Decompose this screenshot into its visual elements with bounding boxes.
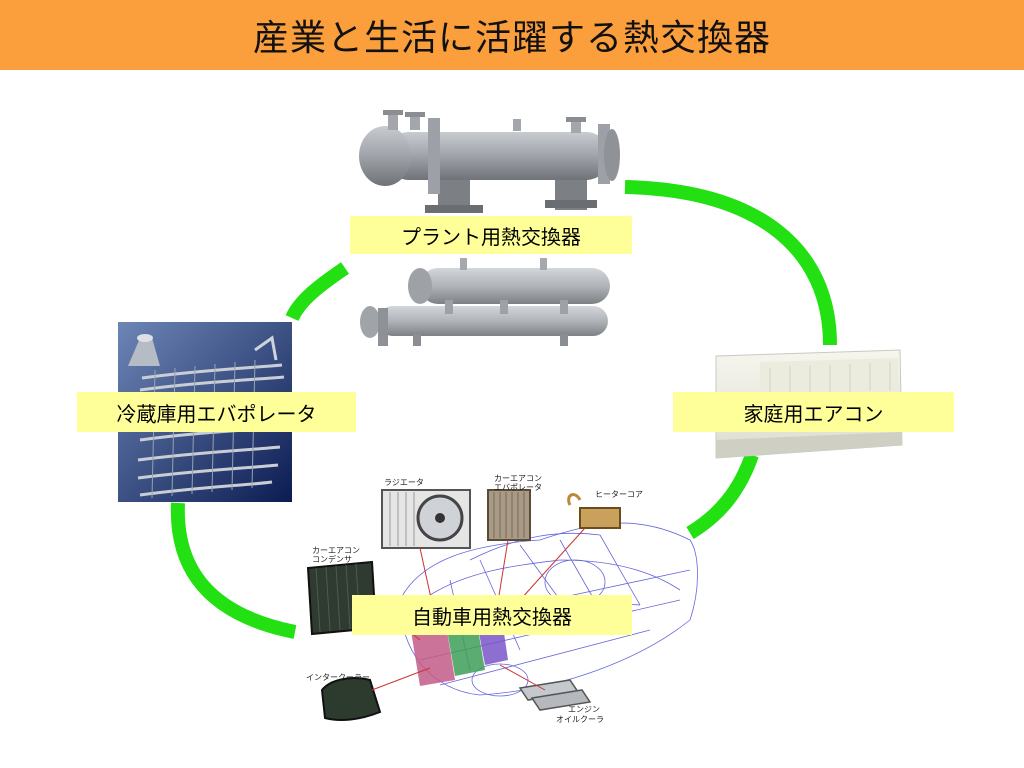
title-bar: 産業と生活に活躍する熱交換器 bbox=[0, 0, 1024, 70]
arc-top-left bbox=[285, 262, 349, 322]
car-ac-evaporator-label-2: エバポレータ bbox=[494, 483, 542, 492]
car-ac-condenser-label-1: カーエアコン bbox=[312, 546, 360, 555]
arc-bottom-left bbox=[170, 502, 297, 639]
arc-bottom-right bbox=[686, 452, 759, 540]
car-ac-condenser-label-2: コンデンサ bbox=[312, 554, 352, 564]
radiator-label: ラジエータ bbox=[384, 478, 424, 487]
car-ac-evaporator-label-1: カーエアコン bbox=[494, 474, 542, 483]
home-aircon-label: 家庭用エアコン bbox=[673, 392, 954, 432]
page-title: 産業と生活に活躍する熱交換器 bbox=[252, 18, 771, 59]
arc-top-right bbox=[624, 180, 837, 346]
intercooler-label: インタークーラー bbox=[306, 673, 370, 682]
fridge-evaporator-label: 冷蔵庫用エバポレータ bbox=[77, 392, 356, 432]
plant-exchanger-top-image bbox=[359, 110, 620, 213]
cycle-arcs bbox=[170, 180, 837, 639]
engine-oil-cooler-label-1: エンジン bbox=[568, 705, 600, 714]
heater-core-label: ヒーターコア bbox=[595, 490, 643, 499]
engine-oil-cooler-label-2: オイルクーラ bbox=[556, 715, 604, 724]
plant-exchanger-label: プラント用熱交換器 bbox=[350, 216, 632, 254]
automotive-exchanger-label: 自動車用熱交換器 bbox=[352, 595, 632, 635]
plant-exchanger-bottom-image bbox=[360, 258, 610, 346]
